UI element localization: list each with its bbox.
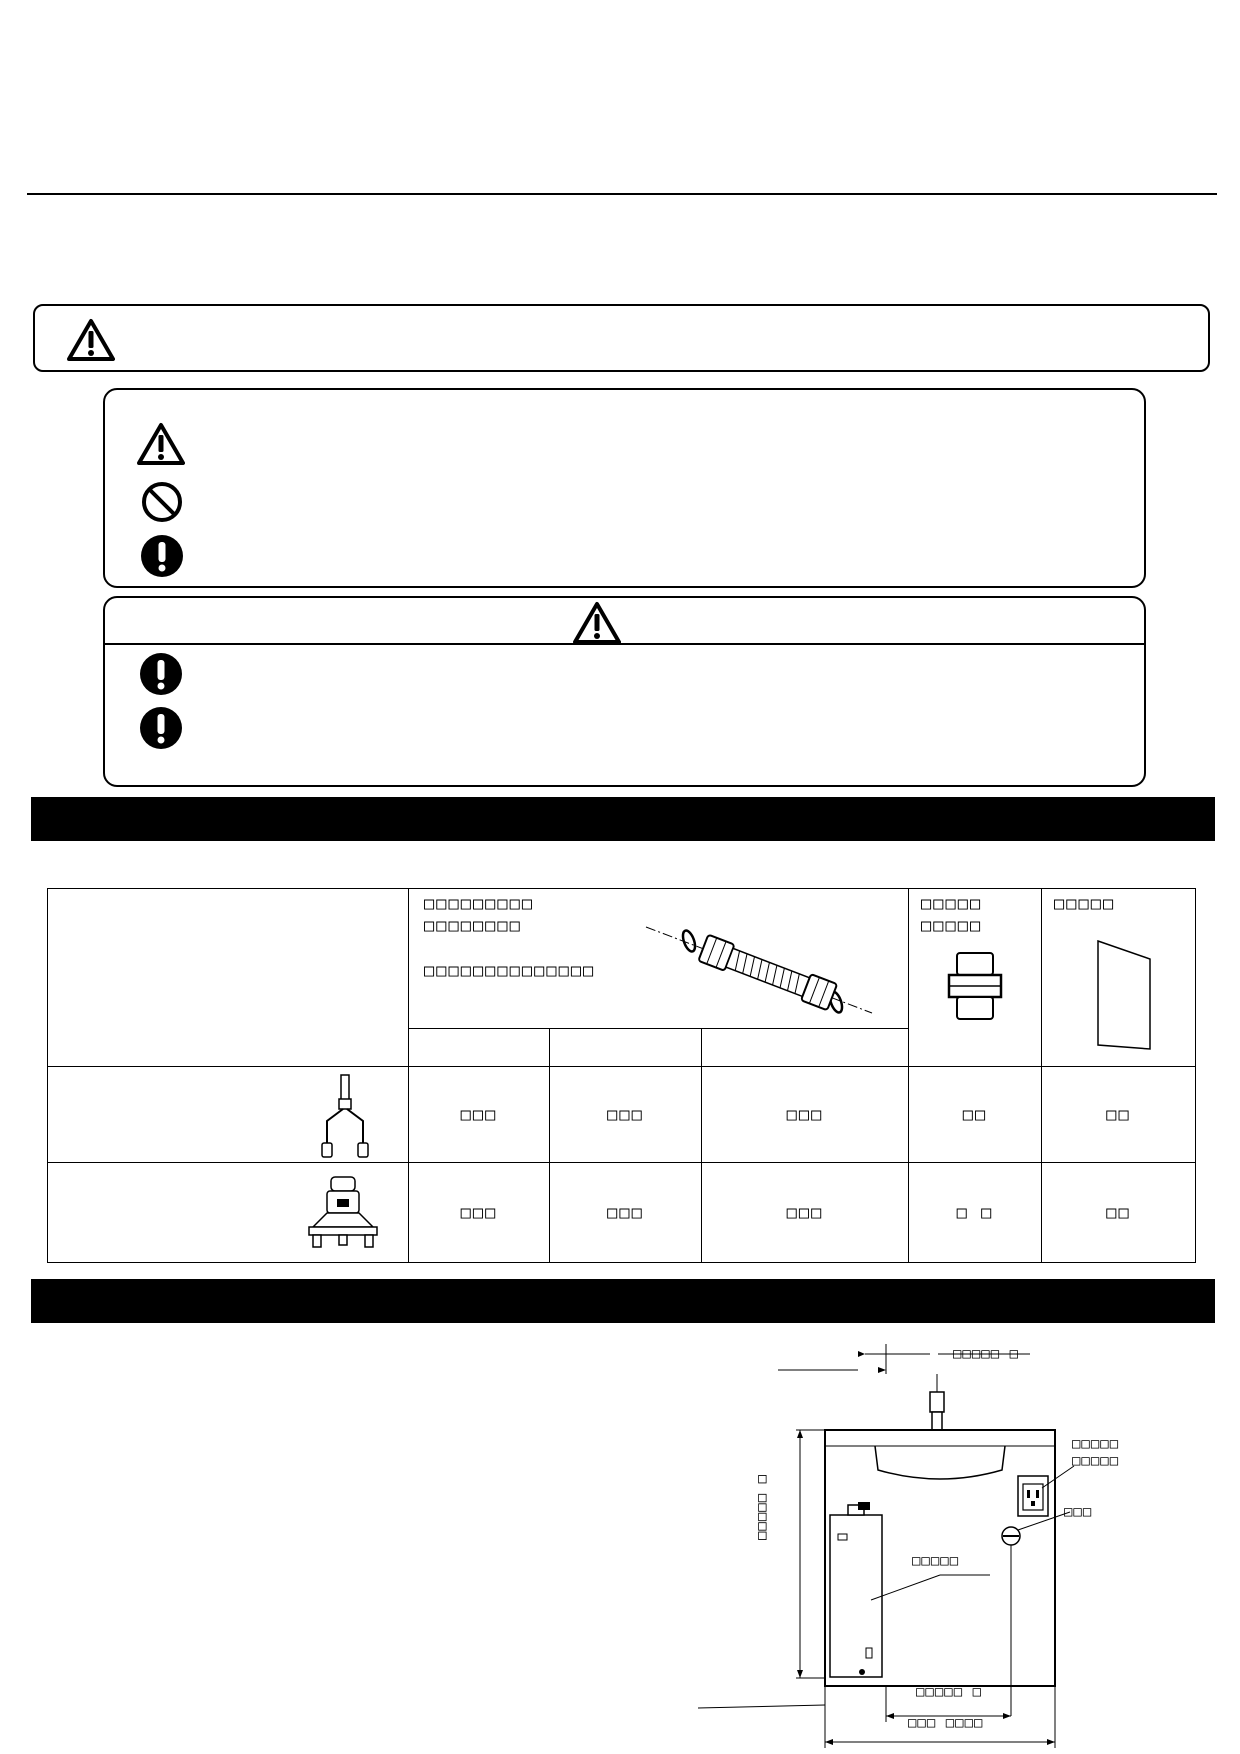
warning-triangle-icon (573, 602, 621, 644)
faucet-drawing (321, 1074, 369, 1158)
qty-cell: □□□ (700, 1162, 910, 1263)
hose-header-cell: □□□□□□□□□ □□□□□□□□ □□□□□□□□□□□□□□ (407, 888, 910, 1029)
table-row: □□□ □□□ □□□ □□ □□ (47, 1066, 1197, 1163)
sheet-header-cell: □□□□□ (1041, 888, 1197, 1067)
label-outlet: □□□□□ (1072, 1436, 1120, 1452)
sub-header-cell (408, 1028, 550, 1067)
qty-cell: □□□ (700, 1066, 910, 1163)
qty-cell: □□ (1041, 1162, 1197, 1263)
section-header-parts (31, 797, 1215, 841)
parts-table: □□□□□□□□□ □□□□□□□□ □□□□□□□□□□□□□□ (47, 888, 1197, 1263)
mandatory-icon (140, 653, 182, 695)
qty-cell: □□□ (408, 1066, 550, 1163)
warning-divider (105, 643, 1144, 645)
instruction-sheet-drawing (1097, 939, 1151, 1050)
dimension-label-top: □□□□□ □ (953, 1346, 1020, 1362)
qty-cell: □□□ (408, 1162, 550, 1263)
label-heater: □□□□□ (912, 1553, 960, 1569)
table-corner-cell (47, 888, 409, 1067)
nipple-label: □□□□□ (921, 894, 983, 914)
qty-cell: □□ (1041, 1066, 1197, 1163)
mandatory-icon (140, 707, 182, 749)
caution-banner (33, 304, 1210, 372)
qty-cell: □□□ (549, 1066, 702, 1163)
installation-diagram (697, 1344, 1075, 1748)
dimension-label-bottom-outer: □□□ □□□□ (908, 1715, 984, 1731)
product-cell (47, 1162, 409, 1263)
mandatory-icon (141, 535, 183, 577)
flexible-hose-drawing (645, 926, 873, 1014)
legend-box (103, 388, 1146, 588)
warning-triangle-icon (137, 423, 185, 465)
sub-header-cell (700, 1028, 910, 1067)
hose-label: □□□□□□□□□ (424, 894, 535, 914)
qty-cell: □ □ (908, 1162, 1043, 1263)
nipple-label: □□□□□ (921, 916, 983, 936)
warning-box (103, 596, 1146, 787)
warning-triangle-icon (67, 319, 115, 361)
qty-cell: □□□ (549, 1162, 702, 1263)
table-row: □□□ □□□ □□□ □ □ □□ (47, 1162, 1197, 1263)
nipple-header-cell: □□□□□ □□□□□ (908, 888, 1043, 1067)
dimension-label-bottom-inner: □□□□□ □ (916, 1684, 983, 1700)
mixer-tap-drawing (308, 1176, 378, 1248)
section-header-installation (31, 1279, 1215, 1323)
dimension-label-height: □□□□□ □ (754, 1473, 770, 1540)
nipple-drawing (947, 952, 1003, 1020)
header-rule (27, 193, 1217, 195)
qty-cell: □□ (908, 1066, 1043, 1163)
prohibited-icon (142, 482, 182, 522)
label-outlet: □□□□□ (1072, 1453, 1120, 1469)
sub-header-cell (549, 1028, 702, 1067)
hose-label: □□□□□□□□ (424, 916, 522, 936)
product-cell (47, 1066, 409, 1163)
hose-label: □□□□□□□□□□□□□□ (424, 961, 596, 981)
label-valve: □□□ (1064, 1504, 1093, 1520)
sheet-label: □□□□□ (1054, 894, 1116, 914)
